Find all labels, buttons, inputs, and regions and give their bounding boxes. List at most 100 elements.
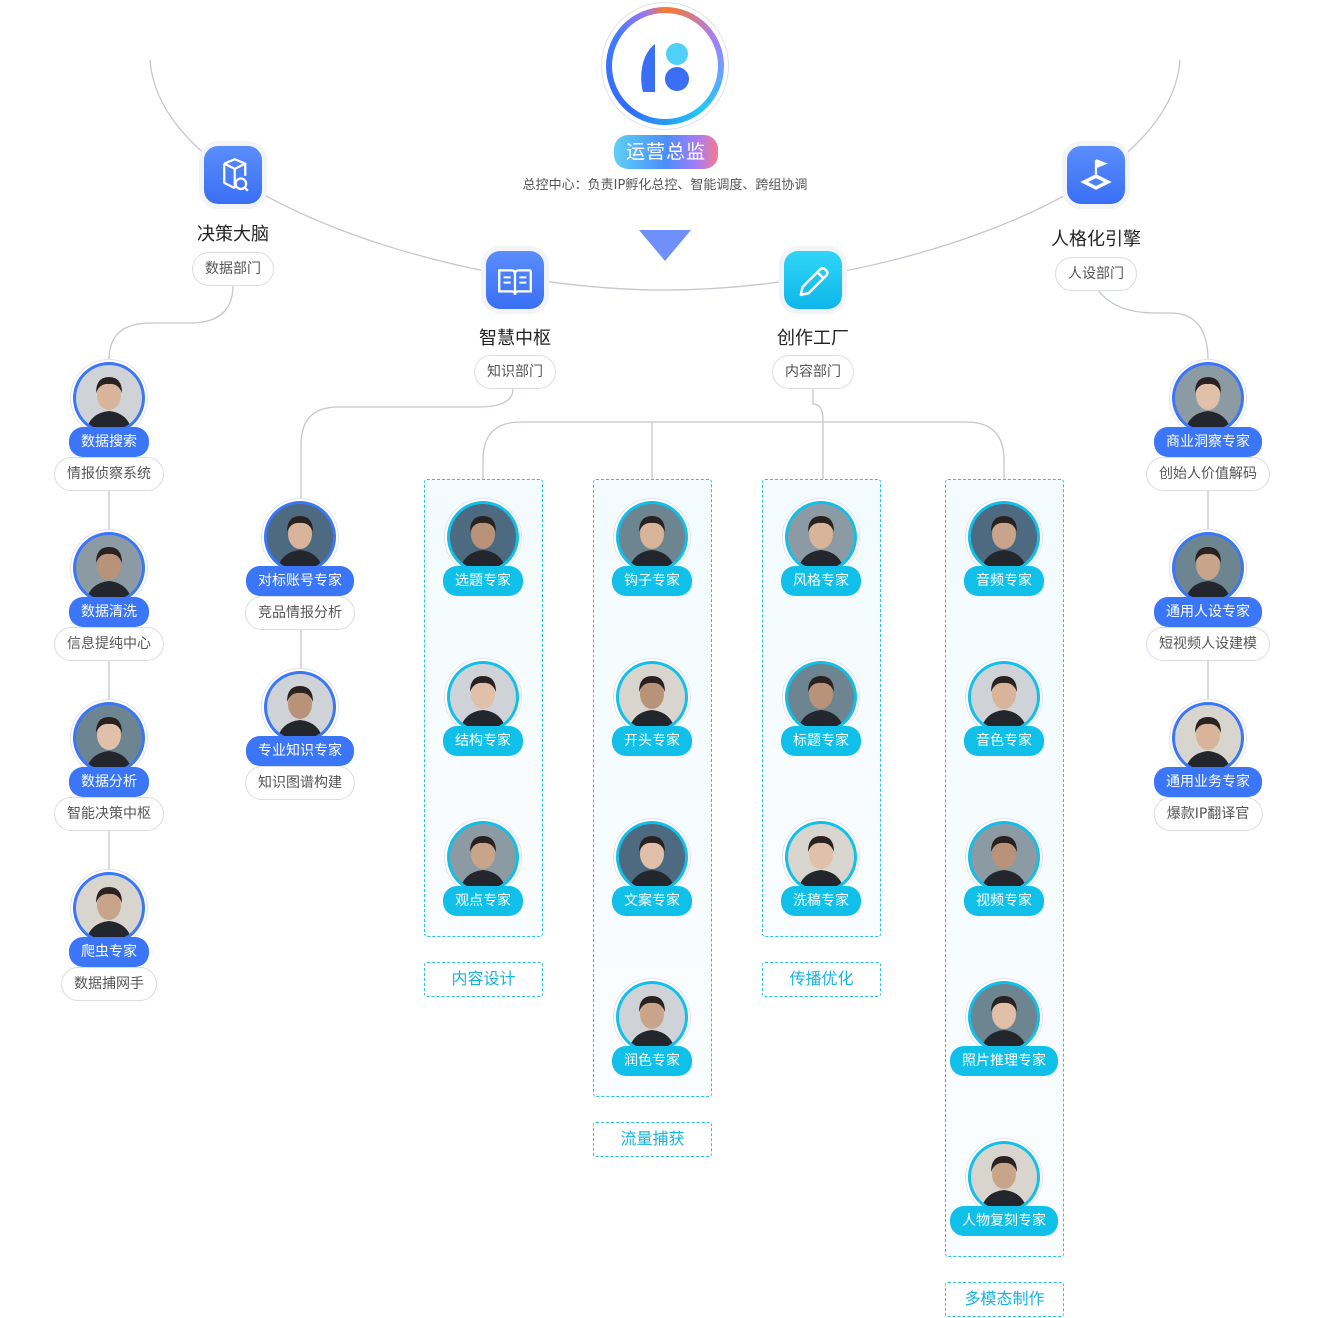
avatar <box>1169 529 1247 607</box>
role-badge: 通用业务专家 <box>1154 767 1262 797</box>
role-badge: 对标账号专家 <box>246 566 354 596</box>
flag-game-icon <box>1067 146 1125 204</box>
role-badge: 观点专家 <box>443 886 523 916</box>
role-badge: 通用人设专家 <box>1154 597 1262 627</box>
group-label: 内容设计 <box>424 962 543 997</box>
department-title: 决策大脑 <box>197 224 269 245</box>
department-title: 创作工厂 <box>777 328 849 349</box>
portrait-photo <box>76 875 142 941</box>
group-label: 流量捕获 <box>593 1122 712 1157</box>
avatar <box>70 359 148 437</box>
portrait-photo <box>788 664 854 730</box>
portrait-photo <box>971 824 1037 890</box>
down-arrow-icon <box>639 230 691 261</box>
group-label: 传播优化 <box>762 962 881 997</box>
role-badge: 结构专家 <box>443 726 523 756</box>
department-title: 人格化引擎 <box>1051 229 1141 250</box>
role-badge: 标题专家 <box>781 726 861 756</box>
portrait-photo <box>619 504 685 570</box>
role-badge: 钩子专家 <box>612 566 692 596</box>
role-badge: 洗稿专家 <box>781 886 861 916</box>
role-badge: 照片推理专家 <box>950 1046 1058 1076</box>
department-title: 智慧中枢 <box>479 328 551 349</box>
role-badge: 商业洞察专家 <box>1154 427 1262 457</box>
avatar <box>613 498 691 576</box>
portrait-photo <box>267 504 333 570</box>
portrait-photo <box>1175 535 1241 601</box>
portrait-photo <box>1175 365 1241 431</box>
portrait-photo <box>450 504 516 570</box>
avatar <box>965 498 1043 576</box>
portrait-photo <box>619 984 685 1050</box>
avatar <box>261 668 339 746</box>
portrait-photo <box>971 984 1037 1050</box>
role-description: 创始人价值解码 <box>1146 457 1270 491</box>
department-tag: 数据部门 <box>192 252 274 286</box>
role-badge: 视频专家 <box>964 886 1044 916</box>
avatar <box>965 818 1043 896</box>
ceo-logo <box>601 2 729 130</box>
role-badge: 开头专家 <box>612 726 692 756</box>
role-description: 情报侦察系统 <box>54 457 164 491</box>
portrait-photo <box>76 705 142 771</box>
role-description: 信息提纯中心 <box>54 627 164 661</box>
portrait-photo <box>788 824 854 890</box>
role-description: 竞品情报分析 <box>245 596 355 630</box>
portrait-photo <box>1175 705 1241 771</box>
role-badge: 数据搜索 <box>69 427 149 457</box>
avatar <box>70 869 148 947</box>
portrait-photo <box>450 824 516 890</box>
avatar <box>782 498 860 576</box>
role-badge: 润色专家 <box>612 1046 692 1076</box>
group-label: 多模态制作 <box>945 1282 1064 1317</box>
pencil-icon <box>784 251 842 309</box>
portrait-photo <box>971 1144 1037 1210</box>
avatar <box>1169 699 1247 777</box>
role-description: 知识图谱构建 <box>245 766 355 800</box>
portrait-photo <box>450 664 516 730</box>
avatar <box>1169 359 1247 437</box>
avatar <box>782 818 860 896</box>
role-badge: 音频专家 <box>964 566 1044 596</box>
ceo-title-badge: 运营总监 <box>614 135 718 169</box>
role-badge: 人物复刻专家 <box>950 1206 1058 1236</box>
role-badge: 数据分析 <box>69 767 149 797</box>
portrait-photo <box>267 674 333 740</box>
department-tag: 知识部门 <box>474 355 556 389</box>
avatar <box>613 818 691 896</box>
brand-logo-icon <box>612 13 718 119</box>
role-badge: 风格专家 <box>781 566 861 596</box>
portrait-photo <box>76 535 142 601</box>
role-description: 智能决策中枢 <box>54 797 164 831</box>
avatar <box>782 658 860 736</box>
avatar <box>965 978 1043 1056</box>
avatar <box>70 699 148 777</box>
role-badge: 专业知识专家 <box>246 736 354 766</box>
portrait-photo <box>619 664 685 730</box>
role-badge: 文案专家 <box>612 886 692 916</box>
role-badge: 数据清洗 <box>69 597 149 627</box>
avatar <box>444 818 522 896</box>
role-description: 短视频人设建模 <box>1146 627 1270 661</box>
cube-search-icon <box>204 146 262 204</box>
book-icon <box>486 251 544 309</box>
department-tag: 人设部门 <box>1055 257 1137 291</box>
department-tag: 内容部门 <box>772 355 854 389</box>
avatar <box>613 658 691 736</box>
portrait-photo <box>619 824 685 890</box>
avatar <box>70 529 148 607</box>
role-description: 爆款IP翻译官 <box>1153 797 1263 831</box>
portrait-photo <box>788 504 854 570</box>
portrait-photo <box>971 504 1037 570</box>
role-badge: 选题专家 <box>443 566 523 596</box>
portrait-photo <box>76 365 142 431</box>
avatar <box>965 1138 1043 1216</box>
portrait-photo <box>971 664 1037 730</box>
avatar <box>965 658 1043 736</box>
avatar <box>444 658 522 736</box>
avatar <box>444 498 522 576</box>
ceo-description: 总控中心：负责IP孵化总控、智能调度、跨组协调 <box>522 178 808 193</box>
role-badge: 爬虫专家 <box>69 937 149 967</box>
role-badge: 音色专家 <box>964 726 1044 756</box>
avatar <box>261 498 339 576</box>
